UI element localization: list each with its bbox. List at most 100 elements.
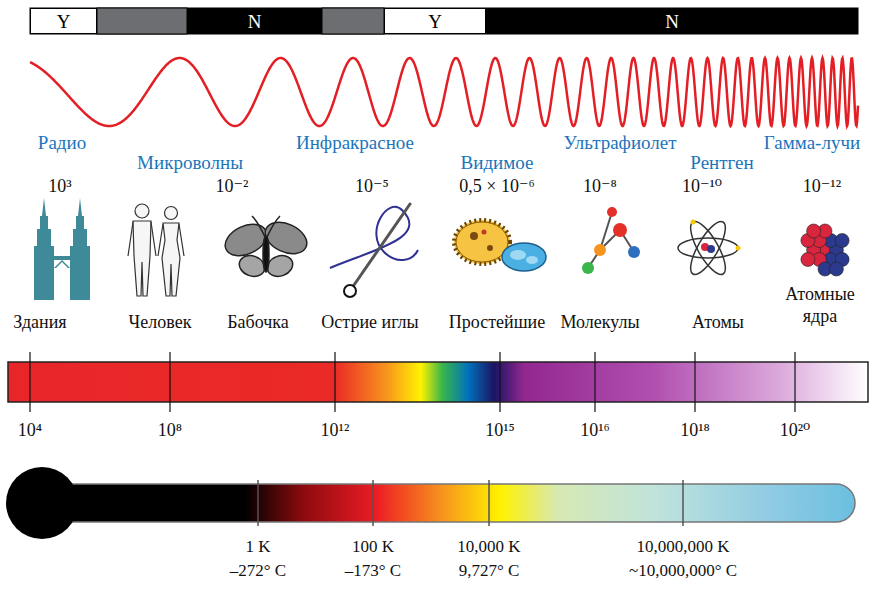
butterfly-icon	[220, 216, 312, 280]
atom-icon-part	[707, 245, 715, 253]
molecule-icon	[582, 207, 640, 274]
temperature-kelvin: 100 K	[352, 537, 394, 557]
spectrum-bar-part-part	[29, 352, 30, 412]
needle-icon-part	[344, 285, 356, 297]
needle-icon-part	[354, 204, 410, 285]
nucleus-icon-part	[829, 262, 843, 276]
temperature-kelvin: 10,000 K	[457, 537, 520, 557]
wavelength-value: 10³	[48, 176, 71, 198]
spectrum-bar-part-part	[334, 352, 335, 412]
object-label: Молекулы	[560, 312, 639, 334]
thermometer-part	[30, 484, 855, 522]
band-name: Ультрафиолет	[563, 132, 676, 155]
molecule-icon-part	[628, 246, 640, 258]
thermometer-part	[6, 467, 78, 539]
protozoa-icon-part	[502, 243, 546, 271]
band-name: Рентген	[690, 152, 753, 175]
spectrum-bar-part-part	[594, 352, 595, 412]
object-label: Бабочка	[227, 312, 289, 334]
temperature-celsius: 9,727° C	[459, 561, 520, 581]
spectrum-bar-part-part	[499, 352, 500, 412]
wave-curve	[30, 58, 858, 126]
band-name: Гамма-лучи	[764, 132, 860, 155]
frequency-tick: 10⁸	[158, 420, 182, 442]
butterfly-icon-part	[252, 216, 280, 237]
nucleus-icon-part	[835, 234, 849, 248]
temperature-celsius: –272° C	[230, 561, 286, 581]
segment-label: Y	[428, 12, 442, 31]
yn-bar	[30, 8, 858, 34]
thermometer-part-part	[257, 480, 259, 526]
molecule-icon-part	[582, 262, 594, 274]
wavelength-value: 10⁻⁸	[583, 176, 617, 198]
object-label: Простейшие	[449, 312, 545, 334]
segment-label: N	[665, 12, 679, 31]
wavelength-value: 10⁻¹²	[803, 176, 841, 198]
protozoa-icon-part	[526, 256, 538, 264]
thermometer-part-part	[488, 480, 490, 526]
object-label: Острие иглы	[321, 312, 418, 334]
protozoa-icon-part	[456, 222, 508, 262]
object-label: Здания	[13, 312, 66, 334]
frequency-tick: 10¹⁶	[580, 420, 610, 442]
protozoa-icon	[454, 220, 546, 271]
protozoa-icon-part	[482, 230, 487, 235]
segment-label: N	[248, 12, 262, 31]
frequency-tick: 10¹²	[321, 420, 350, 442]
buildings-icon-part	[70, 198, 90, 300]
needle-icon-part	[330, 207, 418, 268]
molecule-icon-part	[607, 207, 617, 217]
nucleus-icon-part	[801, 253, 815, 267]
butterfly-icon-part	[263, 236, 269, 272]
band-segment: N	[187, 8, 322, 34]
spectrum-bar	[8, 352, 868, 412]
segment-label: Y	[57, 12, 71, 31]
wavelength-value: 0,5 × 10⁻⁶	[459, 176, 534, 198]
thermometer	[6, 467, 855, 539]
frequency-tick: 10¹⁵	[485, 420, 515, 442]
object-label: Человек	[129, 312, 192, 334]
people-icon-part	[158, 224, 184, 256]
thermometer-part-part	[372, 480, 374, 526]
spectrum-bar-part	[30, 352, 795, 412]
wavelength-value: 10⁻²	[216, 176, 249, 198]
atom-icon-part	[678, 238, 738, 258]
temperature-kelvin: 10,000,000 K	[636, 537, 729, 557]
protozoa-icon-part	[487, 245, 493, 251]
frequency-tick: 10¹⁸	[680, 420, 710, 442]
spectrum-bar-part-part	[794, 352, 795, 412]
nucleus-icon-part	[807, 224, 821, 238]
buildings-icon	[34, 198, 90, 300]
object-label: Атомные ядра	[768, 284, 872, 327]
object-label: Атомы	[692, 312, 744, 334]
buildings-icon-part	[34, 198, 54, 300]
thermometer-part	[258, 480, 683, 526]
frequency-tick: 10²⁰	[780, 420, 811, 442]
people-icon-part	[135, 204, 149, 218]
people-icon-part	[128, 222, 156, 256]
band-segment: N	[486, 8, 858, 34]
wavelength-value: 10⁻¹⁰	[682, 176, 722, 198]
band-segment: Y	[384, 8, 486, 34]
protozoa-icon-part	[470, 232, 478, 240]
atom-icon-part	[691, 220, 696, 225]
yn-bar-part	[322, 8, 384, 34]
yn-bar-part	[97, 8, 187, 34]
temperature-celsius: –173° C	[345, 561, 401, 581]
buildings-icon-part	[54, 256, 70, 260]
buildings-icon-part	[54, 260, 70, 268]
band-segment: Y	[30, 8, 97, 34]
atom-icon-part	[736, 246, 741, 251]
spectrum-bar-part-part	[169, 352, 170, 412]
spectrum-bar-part	[8, 362, 868, 402]
protozoa-icon-part	[510, 250, 526, 260]
molecule-icon-part	[588, 212, 634, 268]
spectrum-bar-part-part	[694, 352, 695, 412]
band-name: Радио	[38, 132, 86, 155]
nucleus-icon	[801, 224, 849, 276]
people-icon-part	[165, 207, 178, 220]
atom-icon-part	[684, 217, 731, 279]
people-icon-part	[162, 223, 180, 296]
